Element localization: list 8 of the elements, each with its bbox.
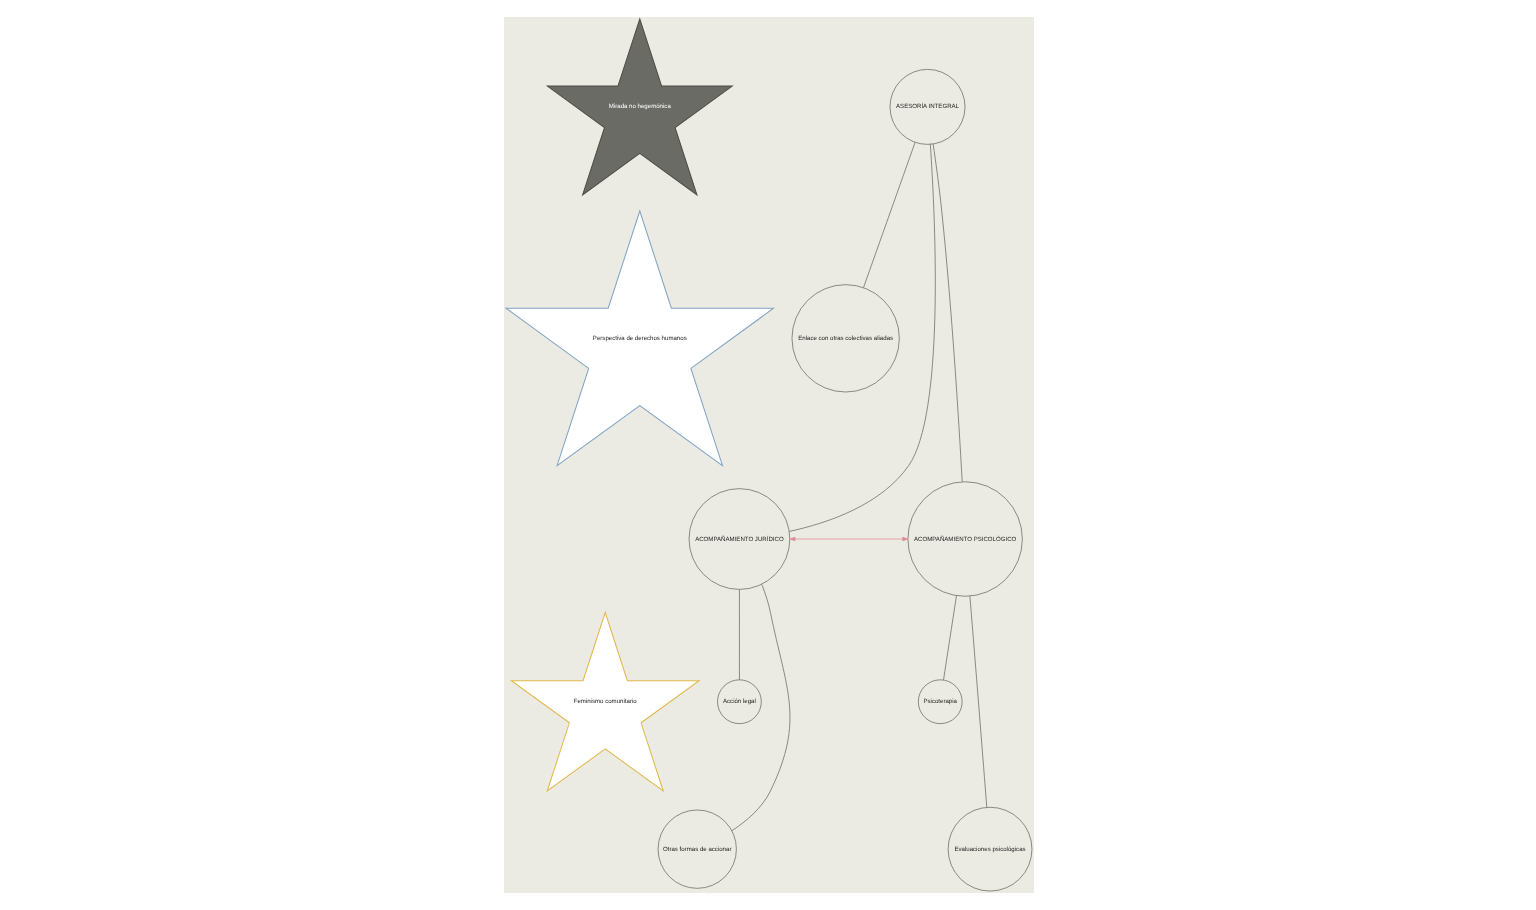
connector: [862, 142, 915, 288]
connector: [968, 595, 987, 808]
arrow: [788, 536, 908, 542]
connector: [730, 584, 790, 832]
connector: [787, 143, 935, 532]
connector: [738, 589, 739, 681]
connector: [931, 143, 962, 483]
connector: [942, 595, 956, 681]
